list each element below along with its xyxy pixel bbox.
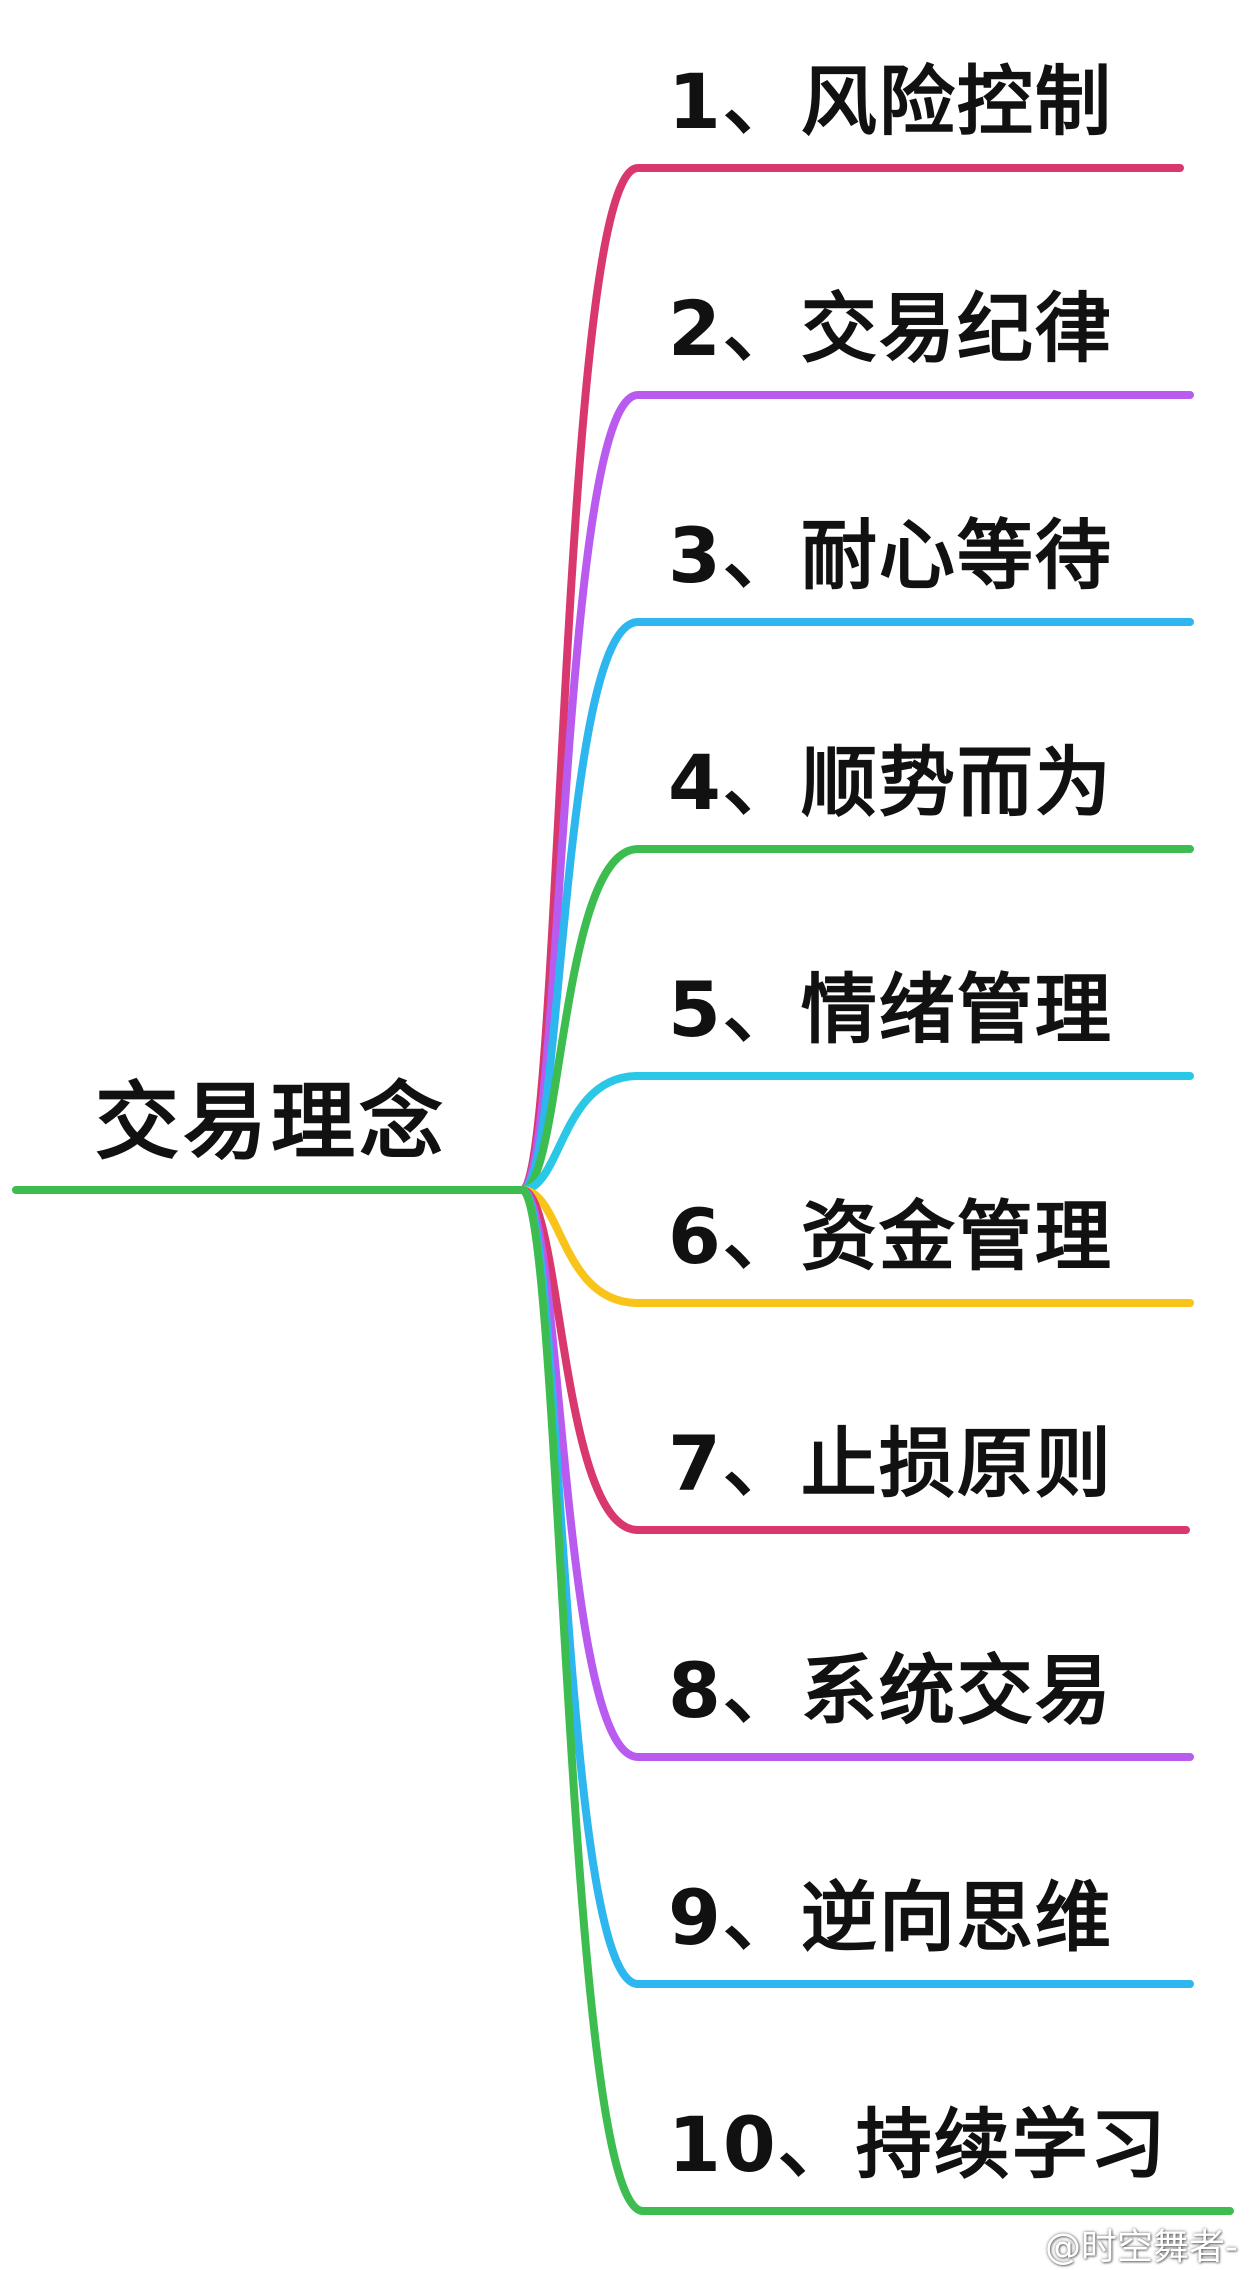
branch-label-1[interactable]: 1、风险控制 [668, 57, 1113, 146]
branch-label-3[interactable]: 3、耐心等待 [668, 511, 1113, 600]
branch-label-9[interactable]: 9、逆向思维 [668, 1873, 1113, 1962]
branch-line-6 [518, 1186, 1194, 1307]
branch-label-10[interactable]: 10、持续学习 [668, 2100, 1168, 2189]
branch-label-8[interactable]: 8、系统交易 [668, 1646, 1113, 1735]
branch-line-3 [518, 618, 1194, 1194]
branch-label-7[interactable]: 7、止损原则 [668, 1419, 1113, 1508]
watermark: @时空舞者- [995, 2218, 1238, 2270]
branch-line-10 [518, 1186, 1234, 2215]
branch-label-4[interactable]: 4、顺势而为 [668, 738, 1113, 827]
watermark-text: @时空舞者- [1045, 2227, 1238, 2268]
weibo-icon [995, 2235, 1037, 2263]
branch-line-4 [518, 845, 1194, 1194]
root-topic[interactable]: 交易理念 [95, 1073, 448, 1171]
branch-label-6[interactable]: 6、资金管理 [668, 1192, 1113, 1281]
branch-label-2[interactable]: 2、交易纪律 [668, 284, 1113, 373]
branch-line-5 [518, 1072, 1194, 1194]
branch-connectors [518, 164, 1234, 2215]
branch-label-5[interactable]: 5、情绪管理 [668, 965, 1113, 1054]
